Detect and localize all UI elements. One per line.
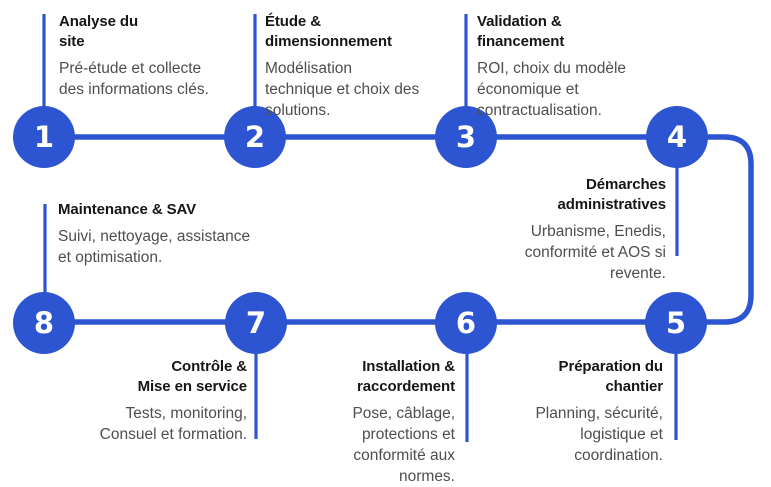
step-5-text-block: Préparation du chantier Planning, sécuri… — [498, 357, 663, 466]
step-2-text-block: Étude & dimensionnement Modélisation tec… — [265, 12, 450, 121]
step-4-marker: 4 — [646, 106, 708, 168]
step-1-text-block: Analyse du site Pré-étude et collecte de… — [59, 12, 239, 100]
step-7-number: 7 — [245, 305, 267, 340]
step-1-number: 1 — [33, 119, 55, 154]
step-8-description: Suivi, nettoyage, assistance et optimisa… — [58, 228, 251, 266]
step-7-marker: 7 — [225, 292, 287, 354]
step-6-number: 6 — [455, 305, 477, 340]
step-8-title: Maintenance & SAV — [58, 201, 197, 218]
step-1-title: Analyse du site — [59, 13, 139, 50]
step-8-number: 8 — [33, 305, 55, 340]
step-7-text-block: Contrôle & Mise en service Tests, monito… — [67, 357, 247, 445]
step-5-description: Planning, sécurité, logistique et coordi… — [535, 405, 663, 464]
step-2-title: Étude & dimensionnement — [265, 13, 392, 50]
step-6-description: Pose, câblage, protections et conformité… — [352, 405, 455, 485]
step-4-number: 4 — [666, 119, 688, 154]
step-1-marker: 1 — [13, 106, 75, 168]
step-6-marker: 6 — [435, 292, 497, 354]
main-flow-line — [44, 134, 754, 325]
step-3-text-block: Validation & financement ROI, choix du m… — [477, 12, 657, 121]
step-2-marker: 2 — [224, 106, 286, 168]
step-7-title: Contrôle & Mise en service — [137, 358, 248, 395]
step-8-text-block: Maintenance & SAV Suivi, nettoyage, assi… — [58, 200, 278, 268]
step-4-description: Urbanisme, Enedis, conformité et AOS si … — [524, 223, 666, 282]
step-4-text-block: Démarches administratives Urbanisme, Ene… — [491, 175, 666, 284]
step-1-description: Pré-étude et collecte des informations c… — [59, 60, 209, 98]
step-3-marker: 3 — [435, 106, 497, 168]
step-5-marker: 5 — [645, 292, 707, 354]
step-4-title: Démarches administratives — [557, 176, 666, 213]
step-3-title: Validation & financement — [477, 13, 565, 50]
step-5-number: 5 — [665, 305, 687, 340]
step-5-title: Préparation du chantier — [558, 358, 664, 395]
step-2-description: Modélisation technique et choix des solu… — [265, 60, 420, 119]
step-3-number: 3 — [455, 119, 477, 154]
step-8-marker: 8 — [13, 292, 75, 354]
step-6-text-block: Installation & raccordement Pose, câblag… — [295, 357, 455, 487]
step-3-description: ROI, choix du modèle économique et contr… — [477, 60, 627, 119]
step-7-description: Tests, monitoring, Consuel et formation. — [99, 405, 247, 443]
step-2-number: 2 — [244, 119, 266, 154]
step-6-title: Installation & raccordement — [356, 358, 455, 395]
